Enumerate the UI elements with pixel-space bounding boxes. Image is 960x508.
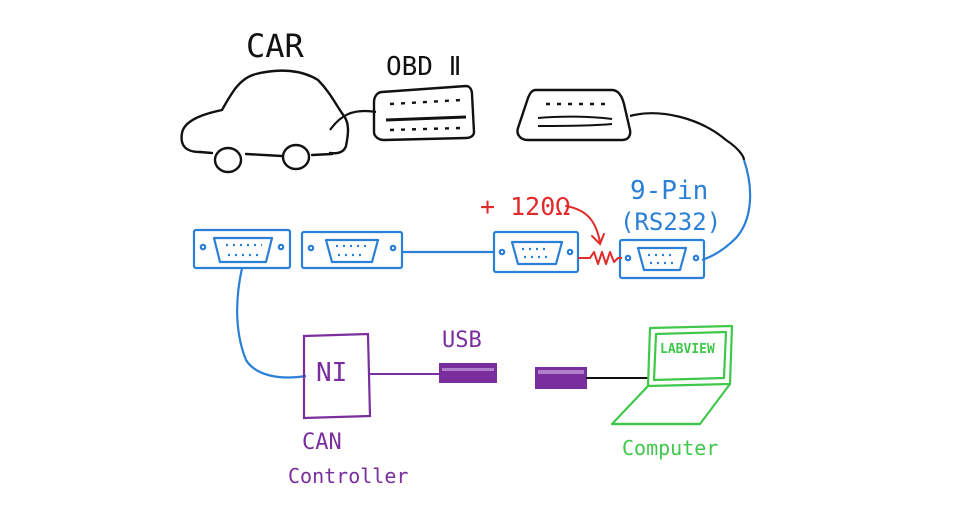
car-icon [180,69,350,174]
obd-label: OBD Ⅱ [386,52,462,82]
computer-label: Computer [622,436,719,460]
car-obd-cable [329,109,377,131]
db9-connector-1 [192,228,292,270]
pin-sub-label: (RS232) [620,208,722,236]
ni-label: NI [316,358,348,388]
laptop-icon [610,324,734,426]
controller-label: Controller [288,464,409,488]
db9-connector-4 [618,238,706,280]
obd-connector-female [516,88,632,142]
usb-plug-1 [439,363,497,383]
car-label: CAR [246,27,304,65]
can-cable [236,267,307,379]
can-label: CAN [302,430,342,455]
obd-to-serial-cable [629,112,746,161]
resistor-icon [578,251,622,265]
pin-title-label: 9-Pin [630,176,709,206]
usb-plug-2 [535,367,587,389]
db9-connector-3 [492,230,580,274]
obd-connector-male [372,84,476,142]
serial-cable-blue [701,159,752,262]
resistor-label: + 120Ω [480,192,571,221]
labview-label: LABVIEW [660,342,715,357]
ni-can-controller [302,332,372,420]
resistor-arrow [565,205,605,246]
usb-label: USB [442,328,482,353]
db9-connector-2 [300,230,404,270]
